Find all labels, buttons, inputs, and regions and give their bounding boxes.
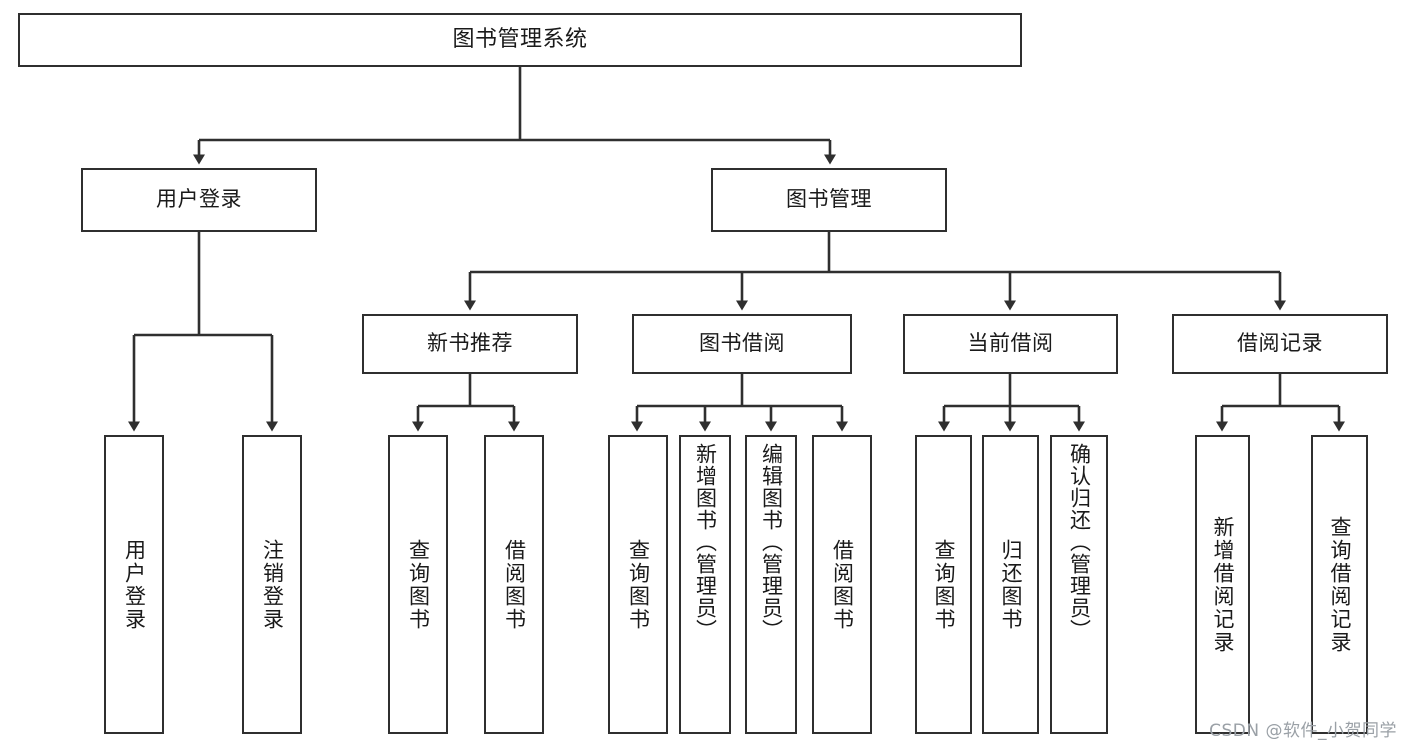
node-label: 查询图书 xyxy=(626,538,651,631)
node-current-borrow[interactable]: 当前借阅 xyxy=(903,314,1118,374)
watermark: CSDN @软件_小贺同学 xyxy=(1209,721,1397,741)
node-user-login[interactable]: 用户登录 xyxy=(81,168,317,232)
node-leaf-query-books-current[interactable]: 查询图书 xyxy=(915,435,972,734)
node-leaf-query-borrow-record[interactable]: 查询借阅记录 xyxy=(1311,435,1368,734)
node-label: 用户登录 xyxy=(156,187,242,212)
node-label: 归还图书 xyxy=(999,538,1023,631)
node-label: 编辑图书（管理员） xyxy=(759,443,784,641)
node-book-management[interactable]: 图书管理 xyxy=(711,168,947,232)
node-label: 借阅图书 xyxy=(502,538,527,631)
node-leaf-confirm-return-admin[interactable]: 确认归还（管理员） xyxy=(1050,435,1108,734)
node-label: 查询借阅记录 xyxy=(1328,515,1352,654)
node-label: 图书管理 xyxy=(786,187,872,212)
node-new-book-recommend[interactable]: 新书推荐 xyxy=(362,314,578,374)
node-label: 用户登录 xyxy=(122,538,147,631)
node-label: 图书管理系统 xyxy=(452,26,588,52)
node-leaf-add-book-admin[interactable]: 新增图书（管理员） xyxy=(679,435,731,734)
node-label: 查询图书 xyxy=(406,538,431,631)
node-book-borrow[interactable]: 图书借阅 xyxy=(632,314,852,374)
node-label: 借阅记录 xyxy=(1237,331,1323,356)
node-leaf-user-login[interactable]: 用户登录 xyxy=(104,435,164,734)
node-label: 注销登录 xyxy=(260,538,285,631)
node-leaf-query-books-borrow[interactable]: 查询图书 xyxy=(608,435,668,734)
node-label: 新增借阅记录 xyxy=(1211,515,1235,654)
node-leaf-logout[interactable]: 注销登录 xyxy=(242,435,302,734)
node-label: 查询图书 xyxy=(932,538,956,631)
node-leaf-return-books[interactable]: 归还图书 xyxy=(982,435,1039,734)
node-leaf-query-books-recommend[interactable]: 查询图书 xyxy=(388,435,448,734)
node-leaf-edit-book-admin[interactable]: 编辑图书（管理员） xyxy=(745,435,797,734)
node-borrow-records[interactable]: 借阅记录 xyxy=(1172,314,1388,374)
node-root-book-management-system[interactable]: 图书管理系统 xyxy=(18,13,1022,67)
node-label: 借阅图书 xyxy=(830,538,855,631)
node-label: 新增图书（管理员） xyxy=(693,443,718,641)
node-leaf-add-borrow-record[interactable]: 新增借阅记录 xyxy=(1195,435,1250,734)
node-label: 确认归还（管理员） xyxy=(1067,443,1092,641)
node-label: 新书推荐 xyxy=(427,331,513,356)
node-leaf-borrow-books[interactable]: 借阅图书 xyxy=(812,435,872,734)
node-label: 当前借阅 xyxy=(967,331,1054,356)
node-label: 图书借阅 xyxy=(699,331,785,356)
node-leaf-borrow-books-recommend[interactable]: 借阅图书 xyxy=(484,435,544,734)
